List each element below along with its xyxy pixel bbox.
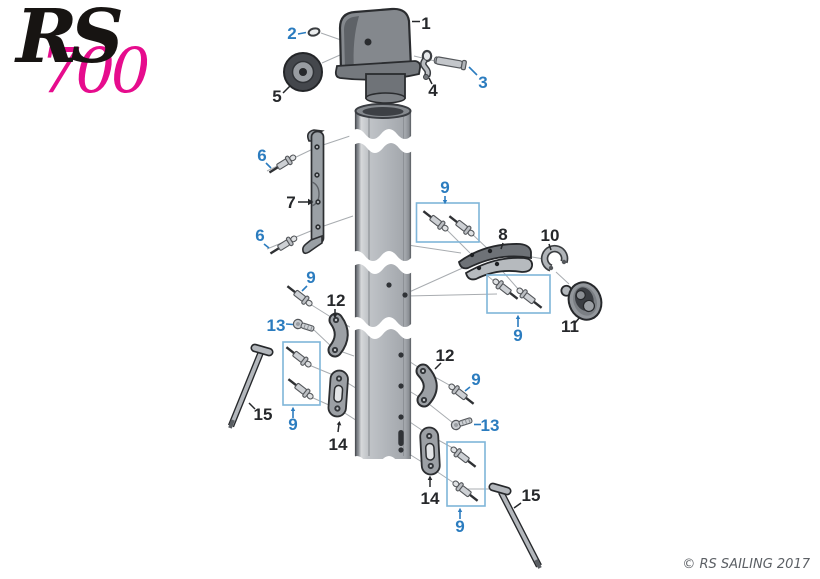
masthead-cap: [334, 7, 422, 104]
tube-break-band: [349, 317, 415, 339]
part-9-label: 9: [306, 268, 315, 287]
rivet-callout-box: [415, 202, 480, 243]
arrow-head: [442, 200, 448, 205]
arrow-head: [332, 314, 338, 319]
strap-holes: [314, 144, 321, 230]
part-13-label: 13: [267, 316, 286, 335]
rivet-callout-box: [446, 441, 486, 507]
part-8-label: 8: [498, 225, 507, 244]
part-14-label: 14: [329, 435, 348, 454]
rivet-callout-box: [282, 341, 321, 406]
rs700-logo: 700 RS: [10, 0, 185, 124]
mast-tube: [349, 103, 415, 480]
part-14-label: 14: [421, 489, 440, 508]
wand-right: [488, 482, 542, 569]
arrow-head: [457, 507, 463, 512]
rivet: [282, 342, 315, 371]
part-12-label: 12: [327, 291, 346, 310]
callout-boxes: [282, 202, 551, 507]
part-13-label: 13: [481, 416, 500, 435]
part-10-label: 10: [541, 226, 560, 245]
part-9-label: 9: [471, 370, 480, 389]
part-6-label: 6: [255, 226, 264, 245]
rivet-callout-box: [486, 274, 551, 314]
tube-break-band: [349, 129, 415, 153]
part-9-label: 9: [288, 415, 297, 434]
part-1-label: 1: [421, 14, 430, 33]
logo-model-text: 700: [40, 34, 150, 107]
clevis-pin: [433, 56, 467, 71]
part-2-label: 2: [287, 24, 296, 43]
wand-left: [227, 343, 274, 429]
halyard-block: [560, 281, 603, 321]
part-15-label: 15: [254, 405, 273, 424]
cap-rivet-hole: [364, 38, 372, 46]
tube-break-band: [349, 251, 415, 274]
twisted-shackle: [420, 49, 433, 80]
part-9-label: 9: [455, 517, 464, 536]
rivet: [284, 374, 317, 403]
saddle-left: [327, 312, 349, 358]
arrow-head: [290, 406, 296, 411]
screw: [449, 414, 474, 432]
arrow-head: [515, 314, 521, 319]
screw: [291, 317, 316, 335]
rivet: [419, 206, 452, 235]
curved-bracket: [457, 243, 533, 281]
tube-bottom-cut: [349, 456, 415, 480]
exit-plate-right: [419, 426, 441, 476]
arrow-head: [336, 421, 342, 426]
part-4-label: 4: [428, 81, 438, 100]
arrow-head: [427, 475, 433, 480]
part-9-label: 9: [440, 178, 449, 197]
masthead-sheave: [283, 52, 323, 92]
saddle-right: [415, 363, 438, 408]
rivet: [447, 443, 480, 472]
part-9-label: 9: [513, 326, 522, 345]
rivet: [266, 232, 301, 259]
rivet: [513, 284, 546, 313]
part-15-label: 15: [522, 486, 541, 505]
logo-brand-text: RS: [16, 0, 124, 80]
rivet: [489, 275, 522, 304]
rivet: [449, 477, 482, 506]
label-pointers: [248, 20, 581, 519]
exit-plate-left: [327, 369, 349, 418]
part-12-label: 12: [436, 346, 455, 365]
halyard-ring: [307, 27, 321, 37]
copyright-text: © RS SAILING 2017: [682, 557, 810, 572]
tube-holes: [386, 282, 408, 453]
part-7-label: 7: [286, 193, 295, 212]
arrow-head: [308, 198, 314, 206]
gooseneck-strap: [302, 129, 325, 255]
part-5-label: 5: [272, 87, 281, 106]
u-shackle: [540, 244, 569, 272]
part-11-label: 11: [561, 317, 579, 336]
part-6-label: 6: [257, 146, 266, 165]
part-3-label: 3: [478, 73, 487, 92]
rivet: [265, 151, 300, 178]
